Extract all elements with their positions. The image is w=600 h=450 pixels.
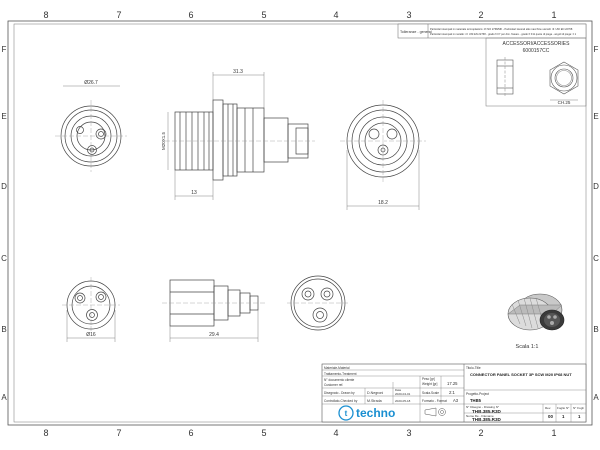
designed-by: D.Negroni — [367, 391, 383, 395]
projection-symbol-icon — [424, 407, 446, 417]
nut-front-view — [549, 61, 579, 95]
accessories-box: ACCESSORI/ACCESSORIES 6000157CC CH.25 — [485, 37, 587, 107]
col-label: 3 — [406, 10, 411, 20]
checked-by: M.Strada — [367, 399, 382, 403]
treatment-label: Trattamento-Treatment — [324, 372, 357, 376]
rev-value: 00 — [548, 414, 553, 419]
row-label: F — [594, 45, 599, 54]
row-label: E — [1, 112, 6, 121]
tolerance-line-2: Particolari stampati in metallo: rif. UN… — [430, 32, 577, 36]
tolerance-line-1: Particolari stampati in materiale termop… — [430, 27, 573, 31]
project-value: THB5 — [470, 398, 482, 403]
designed-date: 2020-04-01 — [395, 392, 411, 396]
title-label: Titolo-Title — [466, 366, 481, 370]
sheets-value: 1 — [578, 414, 581, 419]
designed-label: Disegnato - Drawn by — [324, 391, 355, 395]
checked-date: 2020-05-18 — [395, 399, 411, 403]
row-labels: F E D C B A F E D C B A — [1, 45, 599, 402]
weight-label-2: Weight [gr] — [422, 382, 437, 386]
drawing-no: THB.385.R3D — [472, 409, 502, 414]
row-label: A — [1, 393, 7, 402]
row-label: A — [593, 393, 599, 402]
col-label: 3 — [406, 428, 411, 438]
col-label: 8 — [43, 428, 48, 438]
sheet-value: 1 — [562, 414, 565, 419]
logo-text: techno — [356, 406, 395, 420]
dim-thread: M20X1.5 — [161, 131, 166, 150]
col-label: 7 — [116, 428, 121, 438]
filename: THB.385.R3D — [472, 417, 502, 422]
col-label: 5 — [261, 10, 266, 20]
dim-bottom-length: 29.4 — [209, 332, 219, 338]
rev-label: Rev. — [545, 406, 551, 410]
col-label: 4 — [333, 428, 338, 438]
col-label: 6 — [188, 10, 193, 20]
row-label: B — [1, 325, 6, 334]
sheets-label: N° Fogli — [573, 406, 584, 410]
checked-label: Controllato-Checked by — [324, 399, 358, 403]
scale-value: 2:1 — [449, 390, 455, 395]
col-label: 1 — [551, 428, 556, 438]
dim-side-small: 13 — [191, 190, 197, 196]
rear-view-top-right — [340, 100, 426, 210]
customer-label: Customer ref. — [324, 383, 343, 387]
drawing-no-label: N° Disegno - Drawing N° — [466, 405, 500, 409]
dim-right-width: 18.2 — [378, 200, 388, 206]
front-view-top-left — [55, 85, 127, 172]
dim-bottom-diam: Ø16 — [86, 332, 96, 338]
row-label: E — [593, 112, 598, 121]
accessories-code: 6000157CC — [523, 48, 550, 54]
row-label: C — [593, 254, 599, 263]
pin-view-bottom-left — [62, 277, 120, 342]
format-value: A3 — [453, 398, 459, 403]
drawing-title: CONNECTOR PANEL SOCKET 3P SCW M20 IP68 N… — [470, 372, 572, 377]
row-label: C — [1, 254, 7, 263]
inner-frame — [13, 23, 587, 423]
col-label: 2 — [478, 428, 483, 438]
company-logo: t techno — [338, 405, 395, 421]
tolerance-box: Tolleranze - general Particolari stampat… — [397, 23, 587, 39]
filename-label: Nome file - Filename — [466, 414, 494, 418]
weight-value: 17.25 — [447, 381, 458, 386]
row-label: D — [1, 182, 7, 191]
doc-label: N° documento cliente — [324, 378, 355, 382]
col-label: 5 — [261, 428, 266, 438]
isometric-render — [507, 293, 565, 331]
insert-front-view — [287, 275, 349, 331]
sheet-label: Foglio N° — [557, 406, 570, 410]
scale-label: Scala-Scale — [422, 391, 439, 395]
material-label: Materiale-Material — [324, 366, 350, 370]
accessories-title: ACCESSORI/ACCESSORIES — [503, 41, 571, 47]
designed-date-label: Data — [395, 388, 401, 392]
scale-note: Scala 1:1 — [516, 344, 539, 350]
row-label: D — [593, 182, 599, 191]
title-block: Materiale-Material Trattamento-Treatment… — [321, 363, 587, 423]
format-label: Formato - Format — [422, 399, 447, 403]
outer-frame — [7, 20, 593, 426]
accessories-dim: CH.25 — [558, 100, 571, 105]
dim-side-length: 31.3 — [233, 69, 243, 75]
side-view-top-center — [165, 72, 315, 200]
col-label: 8 — [43, 10, 48, 20]
weight-label: Peso [gr] — [422, 377, 435, 381]
col-label: 7 — [116, 10, 121, 20]
row-label: B — [593, 325, 598, 334]
project-label: Progetto-Project — [466, 392, 489, 396]
nut-side-view — [496, 57, 514, 97]
column-labels: 8 7 6 5 4 3 2 1 8 7 6 5 4 3 2 1 — [43, 10, 556, 438]
col-label: 1 — [551, 10, 556, 20]
col-label: 6 — [188, 428, 193, 438]
svg-text:t: t — [345, 409, 348, 418]
dim-front-diam: Ø26.7 — [84, 80, 98, 86]
tolerance-label: Tolleranze - general — [400, 30, 432, 34]
row-label: F — [2, 45, 7, 54]
col-label: 4 — [333, 10, 338, 20]
insert-side-view — [162, 279, 266, 342]
col-label: 2 — [478, 10, 483, 20]
